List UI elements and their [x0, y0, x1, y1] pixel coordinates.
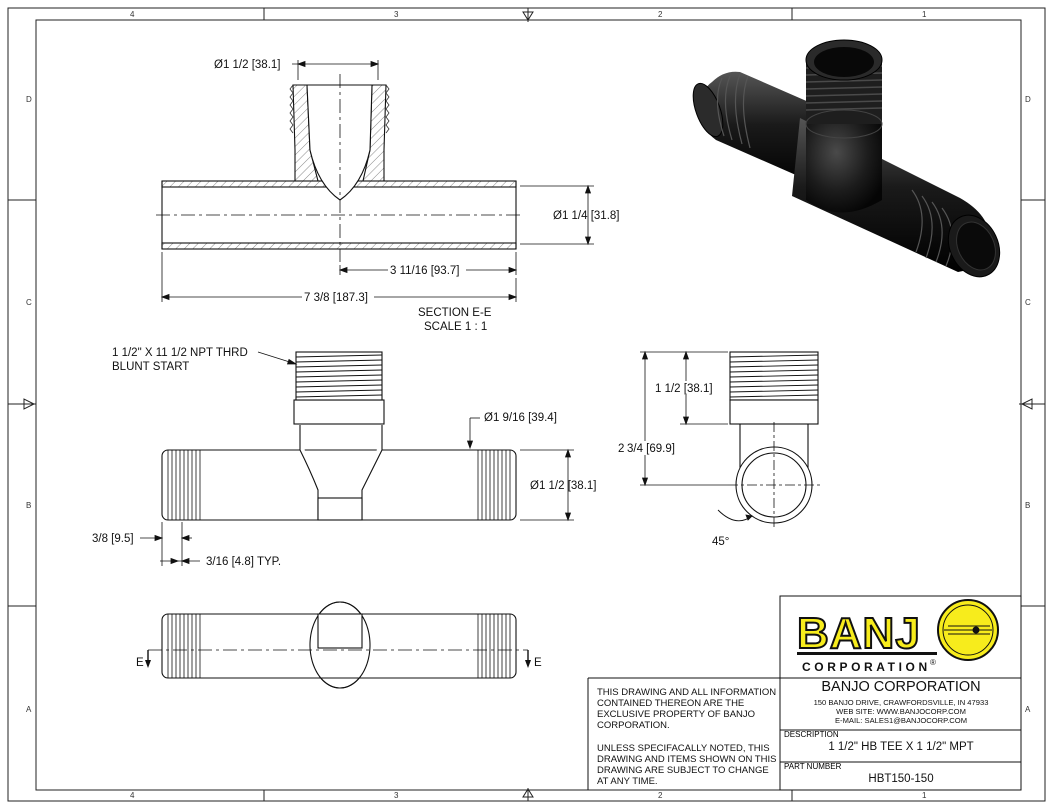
disclaimer-paragraph-2: UNLESS SPECIFACALLY NOTED, THIS DRAWING … — [597, 743, 777, 787]
zone-label-right-d: D — [1025, 95, 1031, 104]
zone-label-right-a: A — [1025, 705, 1031, 714]
banjo-logo: BANJ ® CORPORATION — [796, 599, 999, 674]
zone-label-top-4: 4 — [130, 10, 135, 19]
disclaimer-paragraph-1: THIS DRAWING AND ALL INFORMATION CONTAIN… — [597, 687, 777, 731]
logo-word: BANJ — [797, 609, 921, 658]
thread-spec-line1: 1 1/2" X 11 1/2 NPT THRD — [112, 347, 248, 359]
section-title: SECTION E-E — [418, 307, 492, 319]
label-bg — [302, 290, 374, 304]
company-address: 150 BANJO DRIVE, CRAWFORDSVILLE, IN 4793… — [813, 698, 989, 707]
zone-label-top-3: 3 — [394, 10, 399, 19]
part-number: HBT150-150 — [868, 773, 934, 785]
svg-text:®: ® — [930, 658, 936, 667]
zone-label-left-b: B — [26, 501, 31, 510]
isometric-render — [692, 39, 1001, 278]
section-marker-right: E — [534, 657, 542, 669]
zone-label-left-c: C — [26, 298, 32, 307]
section-marker-left: E — [136, 657, 144, 669]
section-scale: SCALE 1 : 1 — [424, 321, 487, 333]
front-dimensions — [140, 351, 574, 566]
dim-barb-pitch: 3/8 [9.5] — [92, 533, 134, 545]
company-email: E-MAIL: SALES1@BANJOCORP.COM — [834, 716, 968, 725]
centering-marks — [22, 9, 1034, 801]
side-view — [717, 351, 820, 530]
zone-label-bottom-1: 1 — [922, 791, 927, 800]
label-bg — [212, 55, 292, 71]
dim-side-thread-height: 1 1/2 [38.1] — [655, 383, 713, 395]
dim-thread-od: Ø1 1/2 [38.1] — [214, 59, 281, 71]
zone-label-bottom-2: 2 — [658, 791, 663, 800]
company-website: WEB SITE: WWW.BANJOCORP.COM — [836, 707, 966, 716]
disclaimer: THIS DRAWING AND ALL INFORMATION CONTAIN… — [597, 687, 777, 799]
label-bg — [654, 381, 714, 395]
zone-label-top-1: 1 — [922, 10, 927, 19]
company-contact: 150 BANJO DRIVE, CRAWFORDSVILLE, IN 4793… — [782, 698, 1020, 725]
section-arrows — [145, 660, 531, 668]
part-number-label: PART NUMBER — [784, 762, 842, 771]
label-bg — [388, 263, 466, 277]
zone-label-bottom-3: 3 — [394, 791, 399, 800]
dim-barb-width: 3/16 [4.8] TYP. — [206, 556, 281, 568]
front-view — [161, 351, 517, 521]
title-block-frame — [587, 595, 1022, 791]
dim-barb-root: Ø1 1/2 [38.1] — [530, 480, 597, 492]
zone-label-left-a: A — [26, 705, 32, 714]
top-view — [147, 601, 529, 689]
zone-label-right-c: C — [1025, 298, 1031, 307]
dim-overall-length: 7 3/8 [187.3] — [304, 292, 368, 304]
dim-barb-od: Ø1 9/16 [39.4] — [484, 412, 557, 424]
dim-side-total-height-a: 2 — [618, 443, 624, 455]
dim-angle: 45° — [712, 536, 729, 548]
company-name: BANJO CORPORATION — [821, 679, 981, 695]
section-view — [156, 74, 522, 262]
zone-label-right-b: B — [1025, 501, 1030, 510]
dim-half-length: 3 11/16 [93.7] — [390, 265, 459, 277]
dim-side-total-height-b: 3/4 [69.9] — [627, 443, 675, 455]
side-dimensions — [640, 350, 753, 521]
logo-subtitle: CORPORATION — [802, 660, 931, 674]
part-description: 1 1/2" HB TEE X 1 1/2" MPT — [828, 741, 974, 753]
dim-hose-od: Ø1 1/4 [31.8] — [553, 210, 620, 222]
zone-label-top-2: 2 — [658, 10, 663, 19]
thread-spec-line2: BLUNT START — [112, 361, 189, 373]
zone-label-bottom-4: 4 — [130, 791, 135, 800]
description-label: DESCRIPTION — [784, 730, 839, 739]
zone-label-left-d: D — [26, 95, 32, 104]
label-bg — [616, 441, 682, 455]
